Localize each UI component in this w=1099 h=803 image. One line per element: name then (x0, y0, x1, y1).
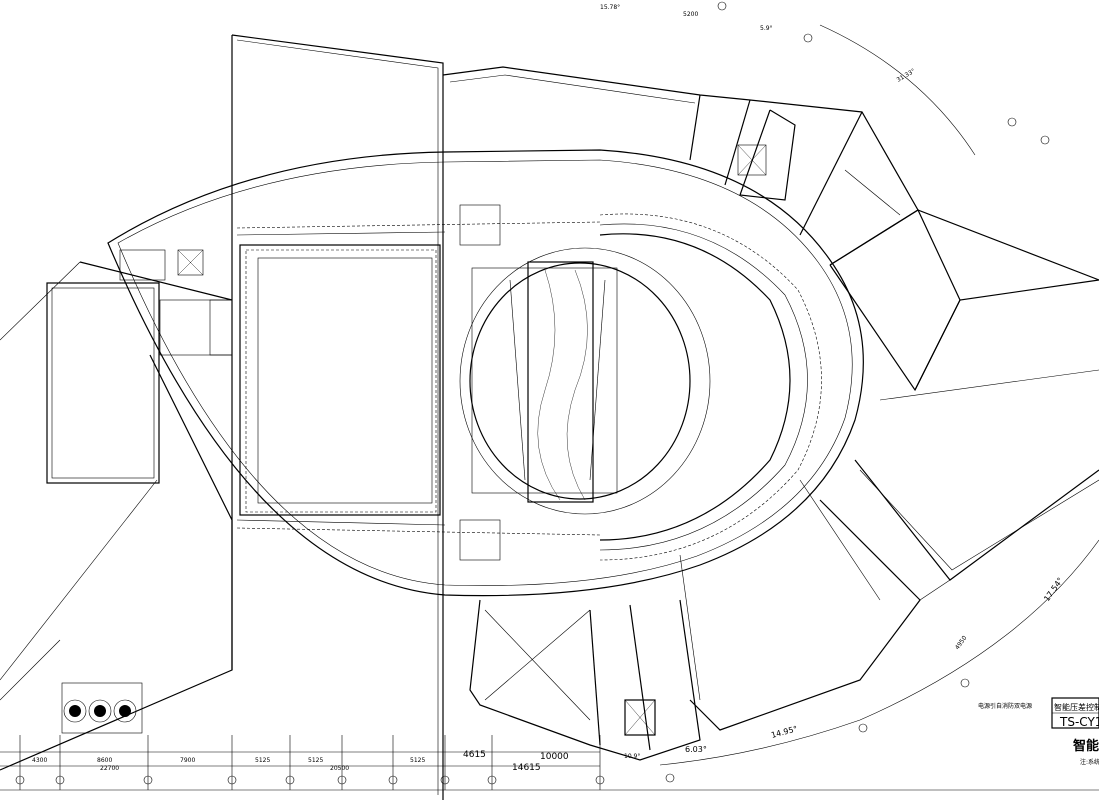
bottom-dim: 4615 (463, 750, 486, 760)
title-block: 智能压差控制器 电源引自消防双电源 TS-CY1 智能 注:系统 (978, 697, 1099, 766)
top-dim-angle: 31.33° (896, 68, 917, 84)
title-controller: 智能压差控制器 (1054, 702, 1099, 712)
bottom-dimension-labels: 4300 8600 7900 5125 5125 5125 4615 10000… (32, 750, 569, 773)
title-big: 智能 (1073, 738, 1099, 754)
fan-equipment (61, 682, 143, 734)
bottom-dim: 10000 (540, 752, 569, 762)
bottom-dim: 7900 (180, 757, 195, 764)
angle-label: 17.54° (1042, 576, 1065, 603)
title-power-source: 电源引自消防双电源 (978, 702, 1032, 710)
bottom-dim: 5125 (410, 757, 425, 764)
grid-axis-markers (15, 1, 1050, 785)
angle-label: 14.95° (770, 724, 798, 740)
dimension-arcs (0, 24, 1099, 791)
bottom-total: 22700 (100, 765, 119, 772)
top-dim-angle: 15.78° (600, 4, 620, 11)
angle-label: 6.03° (685, 745, 707, 754)
bottom-dim: 4300 (32, 757, 47, 764)
bottom-total: 14615 (512, 763, 541, 773)
top-dim-length: 5200 (683, 11, 698, 18)
bottom-dim: 5125 (308, 757, 323, 764)
angle-label: 4950 (954, 634, 969, 651)
building-outline (0, 34, 1099, 800)
bottom-dim: 5125 (255, 757, 270, 764)
title-note: 注:系统 (1080, 758, 1099, 766)
title-drawing-number: TS-CY1 (1059, 715, 1099, 729)
angle-label: 10.9° (624, 753, 640, 760)
bottom-total: 20500 (330, 765, 349, 772)
interior-layout (119, 144, 1099, 701)
bottom-dim: 8600 (97, 757, 112, 764)
top-dim-angle: 5.9° (760, 25, 773, 32)
top-dimension-labels: 15.78° 5200 5.9° 31.33° (600, 4, 916, 84)
